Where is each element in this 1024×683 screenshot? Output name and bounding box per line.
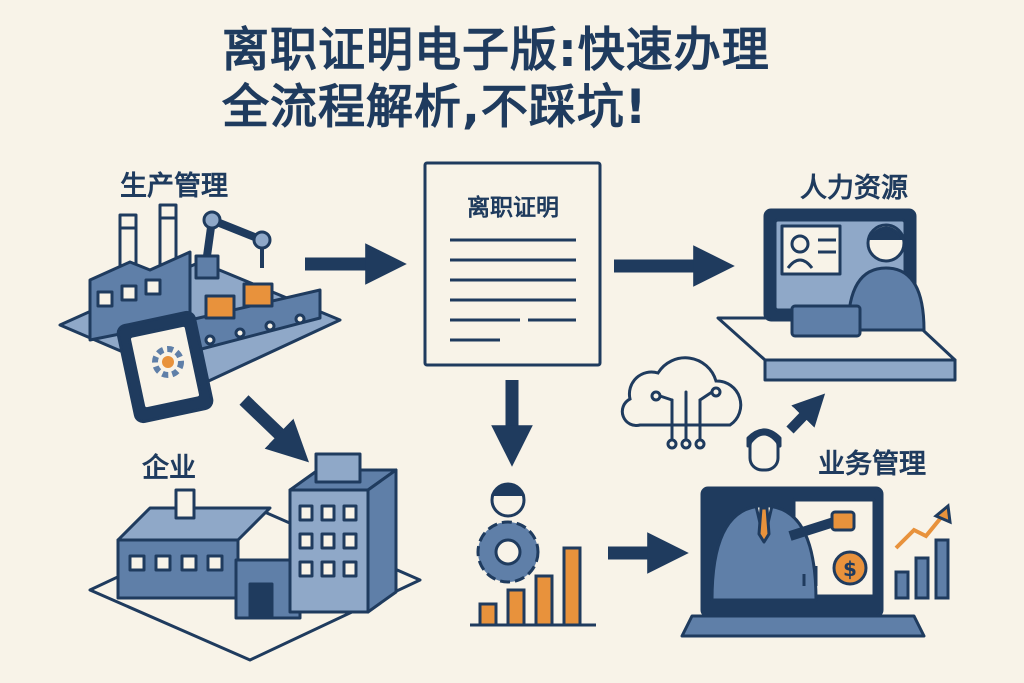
hr-computer-icon: [716, 208, 957, 382]
label-certificate: 离职证明: [467, 195, 559, 221]
label-hr: 人力资源: [800, 173, 908, 204]
title-line-1: 离职证明电子版:快速办理: [222, 23, 770, 78]
label-business: 业务管理: [818, 449, 926, 480]
robot-arm-icon: [194, 210, 272, 280]
arrow-production-to-enterprise: [239, 395, 310, 463]
person-gear-icon: [476, 482, 540, 584]
document-icon: [423, 161, 602, 367]
conveyor-icon: [188, 282, 322, 354]
label-production: 生产管理: [120, 171, 228, 202]
bar-chart-icon: [470, 546, 596, 627]
dollar-icon: $: [832, 550, 868, 586]
page-title: 离职证明电子版:快速办理 全流程解析,不踩坑!: [222, 22, 770, 136]
cloud-circuit-icon: [620, 356, 743, 450]
arrow-business-to-hr: [786, 393, 826, 434]
tablet-gear-icon: [116, 310, 214, 424]
enterprise-buildings-icon: [88, 452, 422, 662]
label-enterprise: 企业: [142, 453, 196, 484]
growth-chart-icon: [894, 503, 952, 600]
title-line-2: 全流程解析,不踩坑!: [222, 80, 648, 135]
businessman-laptop-icon: [680, 428, 926, 638]
svg-text:$: $: [843, 557, 857, 581]
